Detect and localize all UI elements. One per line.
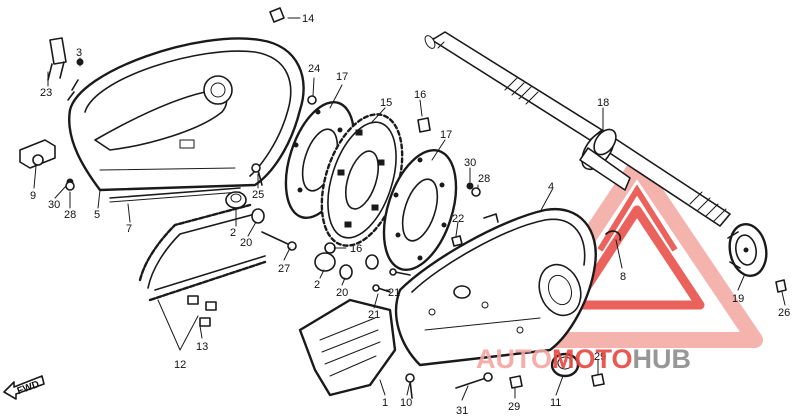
callout-21b: 21 [368,309,380,321]
callout-3: 3 [76,47,82,59]
callout-28b: 28 [478,173,490,185]
callout-31: 31 [456,405,468,417]
callout-21a: 21 [388,287,400,299]
watermark-inner-triangle [570,205,705,310]
callout-30b: 30 [464,157,476,169]
hub-flange [727,223,768,277]
chain-guard [298,298,397,397]
callout-2b: 2 [314,279,320,291]
callout-19: 19 [732,293,744,305]
callout-22: 22 [452,213,464,225]
watermark-word-hub: HUB [633,344,692,374]
callout-20a: 20 [240,237,252,249]
callout-30a: 30 [48,199,60,211]
callout-16a: 16 [414,89,426,101]
callout-26: 26 [778,307,790,319]
watermark-text: AUTOMOTOHUB [476,344,691,374]
callout-2a: 2 [230,227,236,239]
callout-27: 27 [278,263,290,275]
watermark-peak-mark [597,184,678,252]
callout-11: 11 [550,397,561,409]
callout-29a: 29 [508,401,520,413]
callout-labels: 14 3 23 24 17 15 16 17 18 9 30 28 5 7 25… [30,13,790,417]
watermark-word-moto: MOTO [552,344,633,374]
callout-5: 5 [94,209,100,221]
callout-8: 8 [620,271,626,283]
callout-23: 23 [40,87,52,99]
chain-guide [109,187,241,203]
bracket-9 [19,139,75,191]
callout-13: 13 [196,341,208,353]
forward-label: FWD [16,379,41,397]
callout-16b: 16 [350,243,362,255]
callout-14: 14 [302,13,314,25]
callout-1: 1 [382,397,388,409]
callout-20b: 20 [336,287,348,299]
chain-case-upper [67,37,305,192]
callout-17b: 17 [440,129,452,141]
callout-4: 4 [548,181,554,193]
callout-12: 12 [174,359,186,371]
sprocket-main [320,113,404,247]
sprocket-plate-right [382,149,458,271]
callout-24: 24 [308,63,320,75]
callout-15: 15 [380,97,392,109]
leader-lines [33,17,786,401]
callout-18: 18 [597,97,609,109]
callout-10: 10 [400,397,412,409]
drive-chain [138,203,267,302]
chain-case-lower [394,207,597,367]
callout-17a: 17 [336,71,348,83]
callout-28a: 28 [64,209,76,221]
svg-text:AUTOMOTOHUB: AUTOMOTOHUB [476,344,691,374]
bracket-23 [47,37,84,81]
watermark-word-auto: AUTO [476,344,552,374]
callout-7: 7 [126,223,132,235]
drive-shaft [424,31,731,227]
callout-29b: 29 [594,351,606,363]
callout-9: 9 [30,190,36,202]
callout-25: 25 [252,189,264,201]
forward-arrow: FWD [3,375,45,400]
